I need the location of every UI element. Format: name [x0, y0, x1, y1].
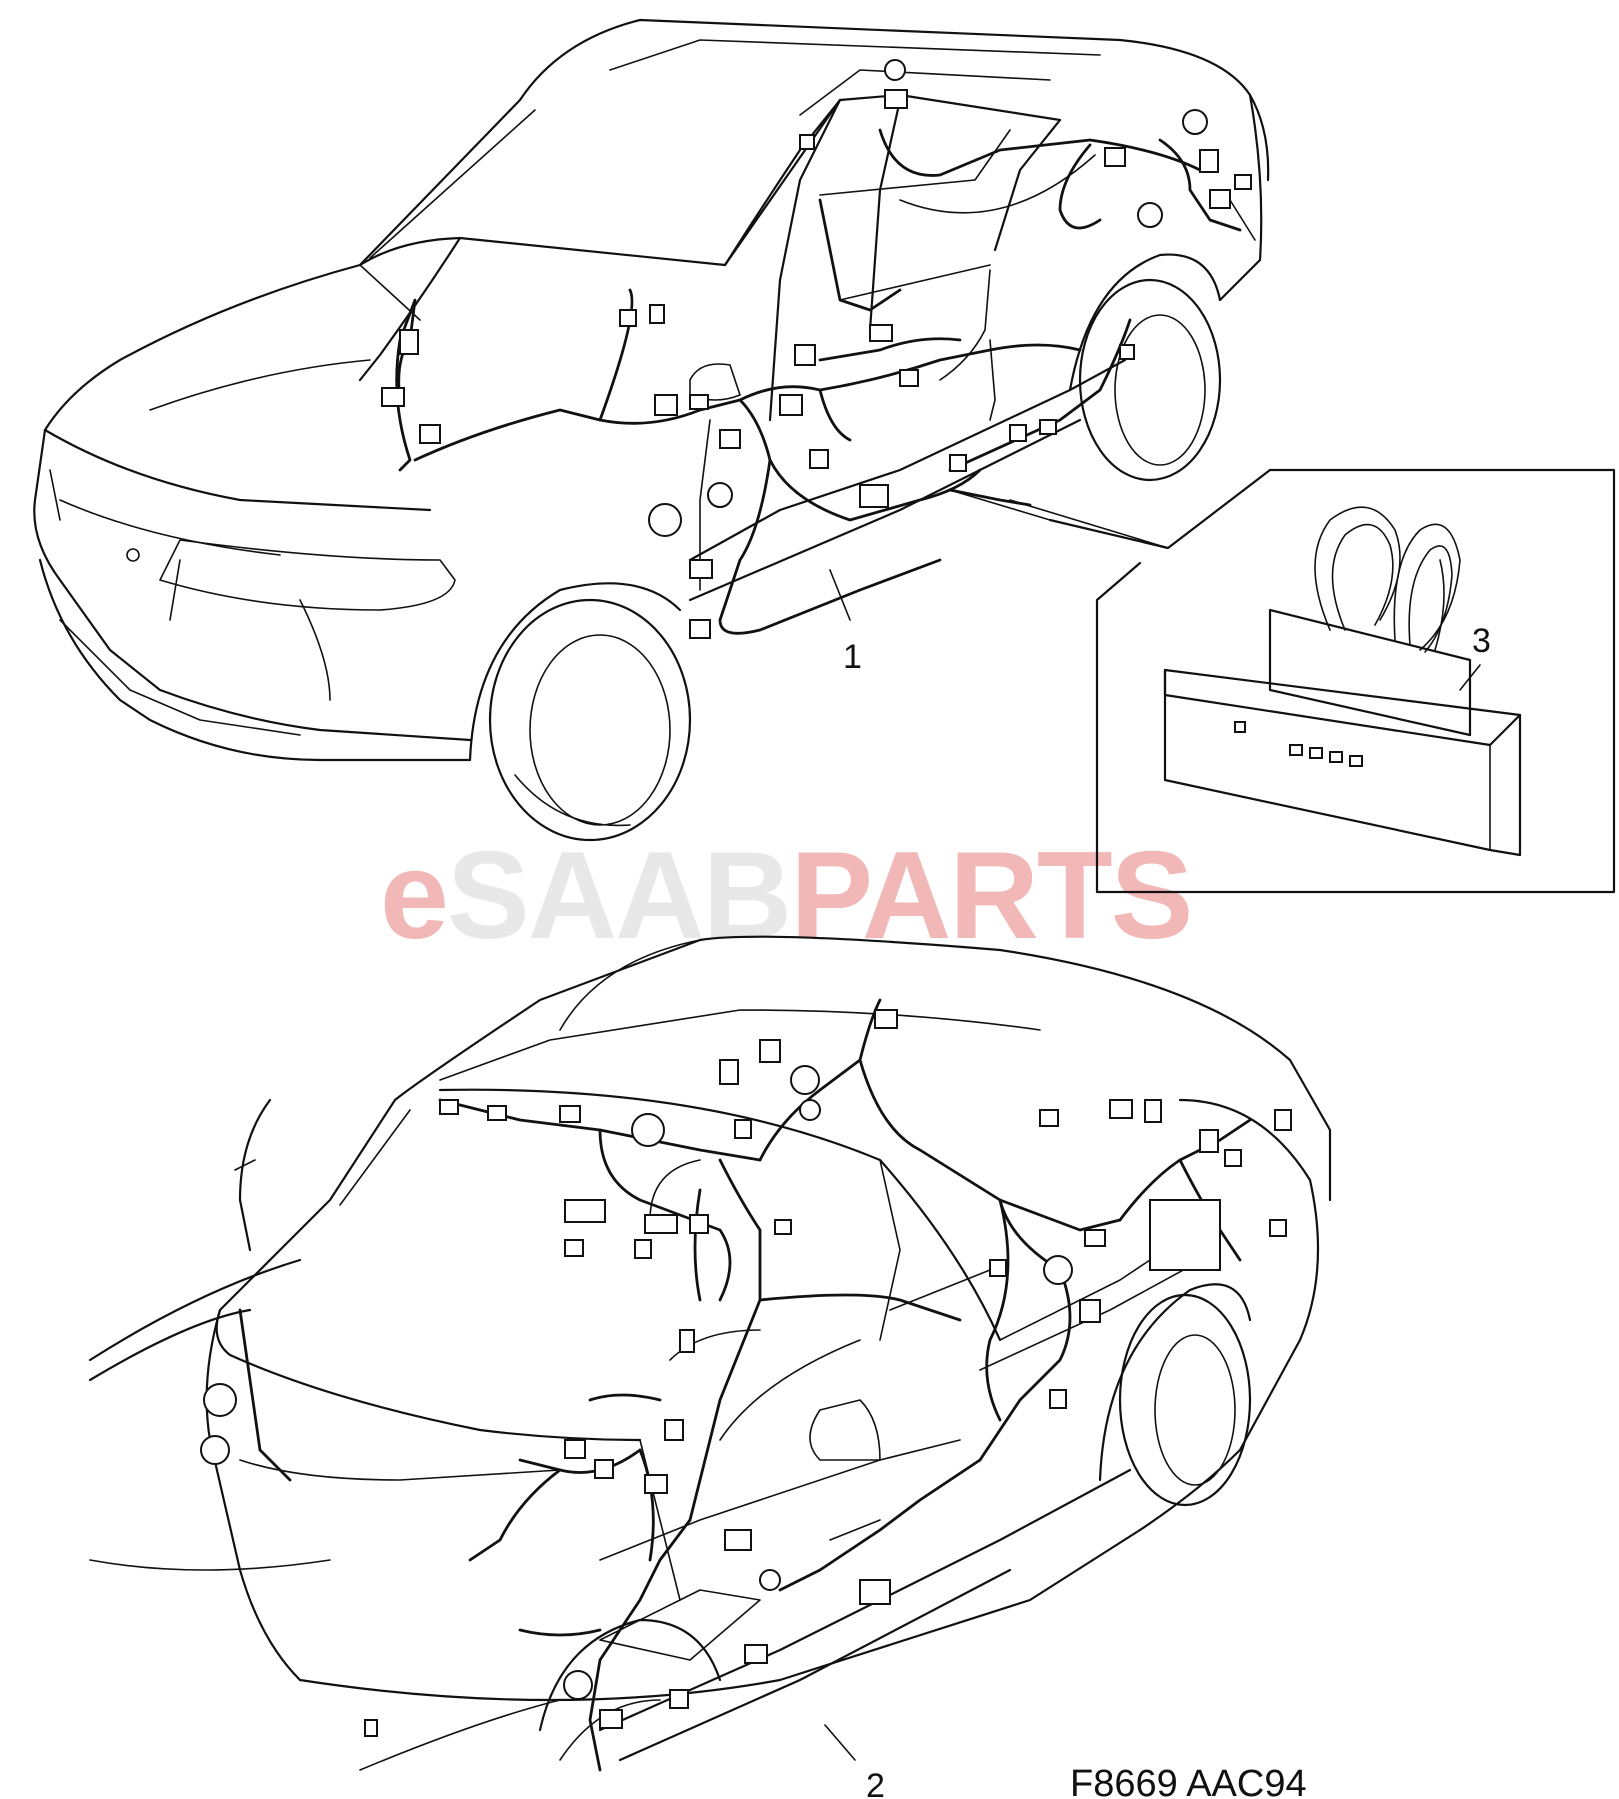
bottom-car-harness	[200, 998, 1292, 1772]
callout-3-label: 3	[1472, 622, 1491, 660]
watermark-brand: SAAB	[447, 827, 790, 965]
watermark: eSAABPARTS	[380, 827, 1193, 965]
top-car-outline	[33, 18, 1270, 842]
svg-text:eSAABPARTS: eSAABPARTS	[380, 827, 1191, 965]
callout-3: 3	[1459, 622, 1491, 691]
top-car-harness	[381, 59, 1252, 639]
detail-box	[1009, 468, 1616, 894]
callout-1: 1	[829, 569, 862, 676]
figure-code: F8669 AAC94	[1070, 1763, 1307, 1799]
callout-2-label: 2	[866, 1767, 885, 1799]
watermark-prefix: e	[380, 827, 447, 965]
callout-2: 2	[824, 1724, 885, 1799]
watermark-suffix: PARTS	[790, 827, 1191, 965]
callout-1-label: 1	[843, 638, 862, 676]
bottom-car-outline	[88, 935, 1332, 1771]
figure-code-label: F8669 AAC94	[1070, 1763, 1307, 1799]
